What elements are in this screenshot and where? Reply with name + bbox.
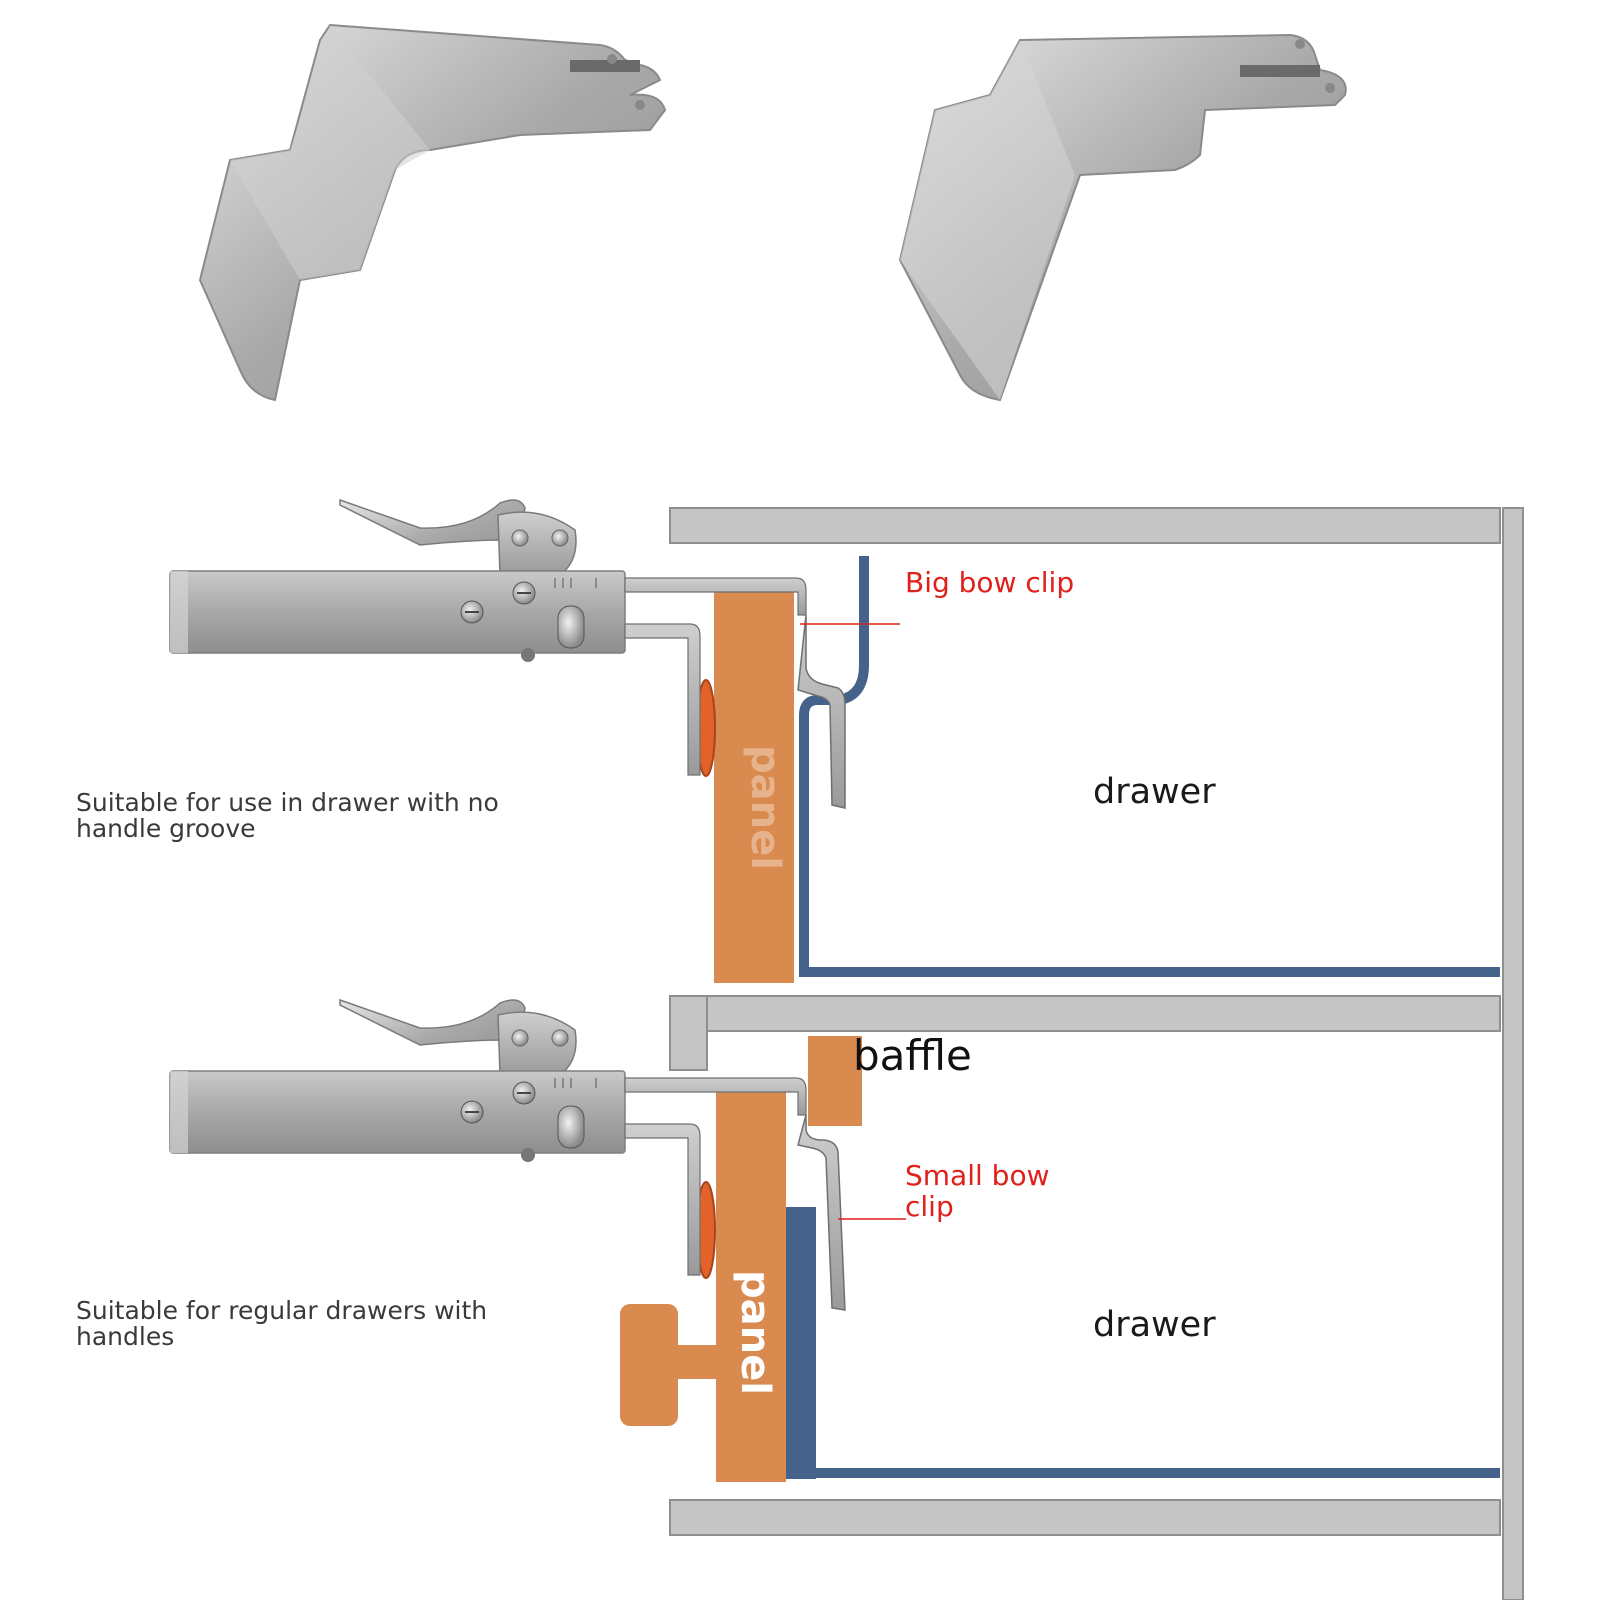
panel-board (716, 1092, 786, 1482)
big-bow-clip-icon (797, 614, 846, 809)
product-bracket-left (198, 23, 667, 402)
scenario-1-desc-line2: handle groove (76, 814, 256, 843)
cabinet-frame (669, 507, 1524, 1600)
small-bow-clip-label-line1: Small bow (905, 1159, 1049, 1192)
panel-board (714, 590, 794, 983)
panel-label: panel (742, 745, 788, 870)
drawer-wall (799, 556, 1500, 977)
scenario-2-desc-line2: handles (76, 1322, 174, 1351)
scenario-2-desc-line1: Suitable for regular drawers with (76, 1296, 487, 1325)
baffle-block (808, 1036, 862, 1126)
drawer-label-1: drawer (1093, 772, 1216, 812)
big-bow-clip-label: Big bow clip (905, 566, 1074, 599)
drawer-handle-icon (620, 1304, 678, 1426)
scenario-regular-handles: baffle panel Small bow clip drawer Suita… (76, 998, 1500, 1482)
small-bow-clip-label-line2: clip (905, 1190, 954, 1223)
scenario-no-handle-groove: panel Big bow clip drawer Suitable for u… (76, 498, 1500, 983)
drawer-label-2: drawer (1093, 1305, 1216, 1345)
baffle-label: baffle (853, 1031, 972, 1080)
small-bow-clip-icon (797, 1114, 846, 1311)
drawer-handle-stem (676, 1345, 716, 1379)
drawer-wall-front (784, 1207, 816, 1479)
product-bracket-right (898, 33, 1347, 402)
scenario-1-desc-line1: Suitable for use in drawer with no (76, 788, 499, 817)
panel-label-2: panel (732, 1270, 778, 1395)
